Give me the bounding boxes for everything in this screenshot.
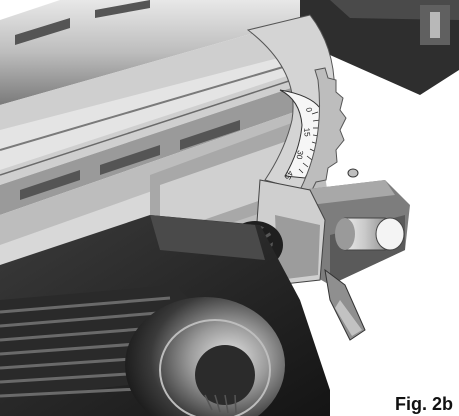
scale-number-15: 15 bbox=[302, 127, 312, 137]
scale-number-0: 0 bbox=[304, 107, 314, 113]
figure-label: Fig. 2b bbox=[395, 394, 453, 414]
bevel-scale: 0 15 30 45 bbox=[246, 14, 347, 191]
support-rail bbox=[0, 0, 300, 215]
motor-end-cap bbox=[125, 297, 285, 416]
scale-number-30: 30 bbox=[294, 150, 305, 161]
fence-knob-icon bbox=[335, 217, 405, 251]
lock-lever-icon bbox=[324, 268, 366, 341]
pin-icon bbox=[347, 168, 359, 178]
